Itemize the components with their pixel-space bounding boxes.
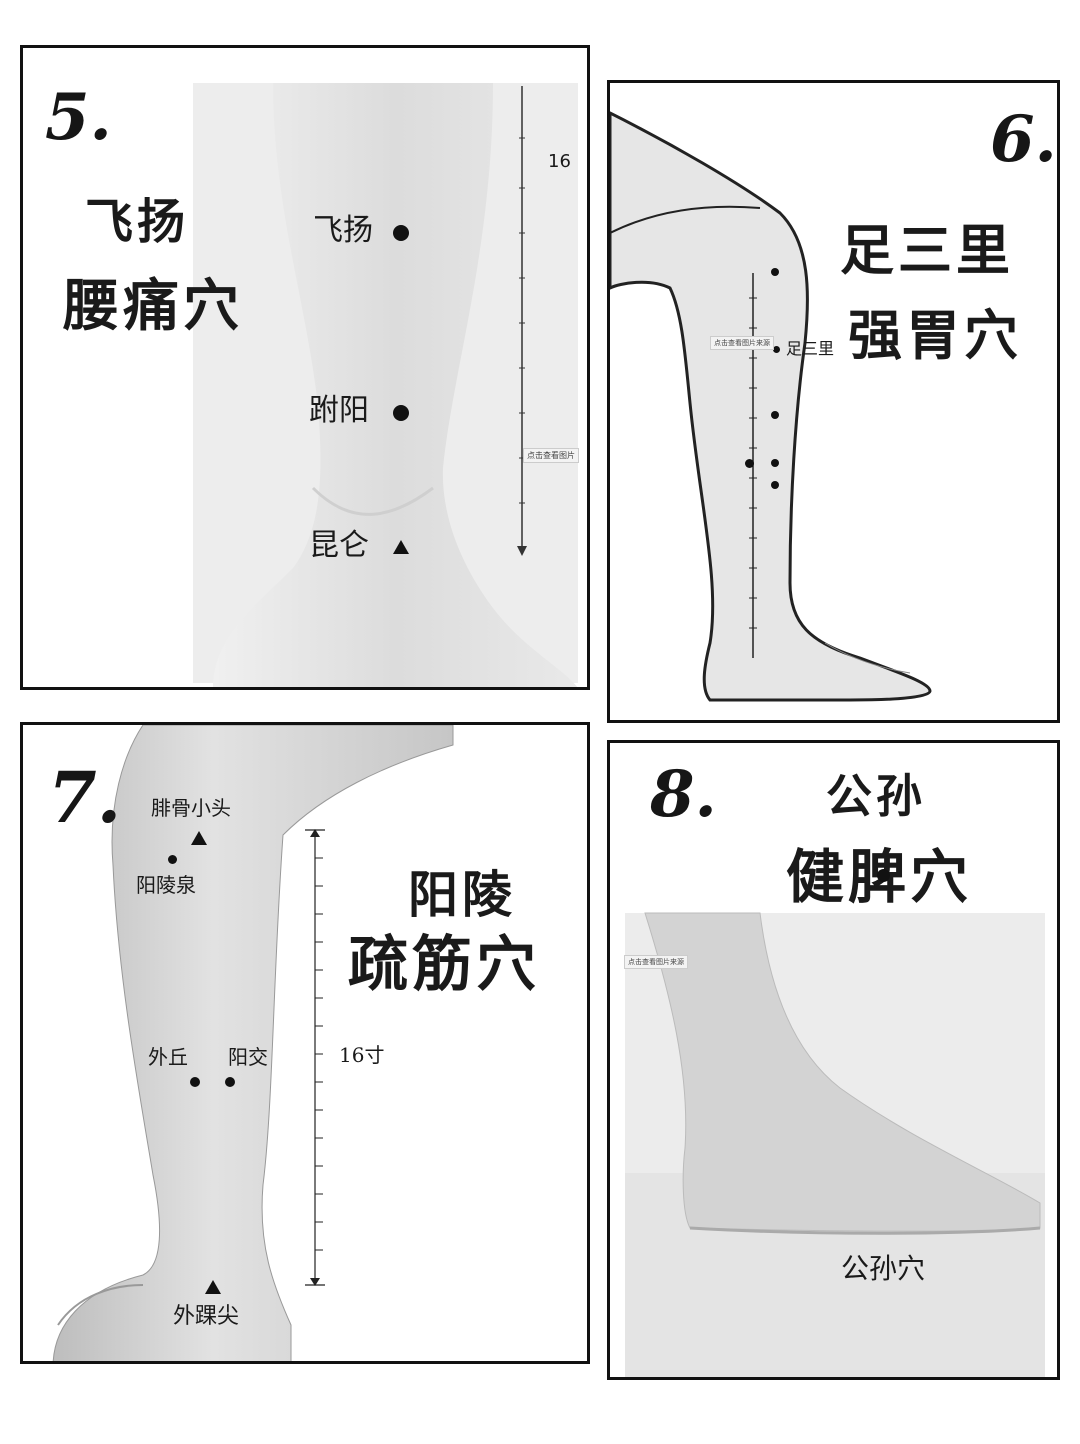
acupoint-marker-1 — [771, 268, 779, 276]
panel-5-feiyang: 5. 飞扬 腰痛穴 16 飞扬 跗阳 昆仑 点击查看图片 — [20, 45, 590, 690]
acupoint-marker-4 — [745, 459, 754, 468]
scale-label: 16 — [548, 151, 571, 172]
acupoint-marker-gongsun — [877, 869, 890, 882]
panel-title-line2: 疏筋穴 — [348, 930, 540, 1000]
panel-title-line1: 飞扬 — [85, 194, 190, 250]
acupoint-marker-yangjiao — [225, 1077, 235, 1087]
leg-side-illustration — [610, 111, 932, 702]
panel-title-line1: 足三里 — [840, 218, 1014, 282]
acupoint-marker-3 — [771, 411, 779, 419]
foot-illustration — [625, 912, 1045, 1377]
panel-6-zusanli: 6. 足三里 强胃穴 足三里 点击查看图片来源 — [607, 80, 1060, 723]
acupoint-marker-feiyang — [393, 225, 409, 241]
point-label-yangjiao: 阳交 — [228, 1045, 268, 1069]
panel-number: 8. — [650, 757, 717, 832]
point-label-ankle: 外踝尖 — [173, 1304, 240, 1329]
point-label-gongsun: 公孙穴 — [841, 1252, 926, 1285]
acupoint-marker-5 — [771, 459, 779, 467]
panel-7-yangling: 7. 阳陵 疏筋穴 腓骨小头 阳陵泉 外丘 阳交 16寸 外踝尖 — [20, 722, 590, 1364]
point-label-kunlun: 昆仑 — [309, 528, 369, 563]
fibula-head-marker — [191, 831, 207, 845]
point-label-yanglingquan: 阳陵泉 — [136, 873, 196, 897]
panel-8-gongsun: 8. 公孙 健脾穴 点击查看图片来源 公孙穴 — [607, 740, 1060, 1380]
scale-label: 16寸 — [339, 1043, 385, 1067]
watermark: 点击查看图片来源 — [710, 336, 774, 350]
point-label-fuyang: 跗阳 — [309, 393, 369, 428]
panel-title-line2: 腰痛穴 — [63, 273, 243, 339]
acupoint-marker-yanglingquan — [168, 855, 177, 864]
panel-number: 6. — [990, 102, 1057, 177]
watermark: 点击查看图片来源 — [624, 955, 688, 969]
panel-number: 7. — [48, 756, 122, 839]
ankle-marker — [205, 1280, 221, 1294]
watermark: 点击查看图片 — [523, 448, 579, 463]
point-label-zusanli: 足三里 — [786, 339, 835, 358]
leg-back-illustration — [193, 83, 578, 687]
panel-title-line1: 公孙 — [826, 769, 926, 823]
point-label-fibula-head: 腓骨小头 — [151, 796, 231, 820]
panel-title-line1: 阳陵 — [408, 865, 516, 924]
acupoint-marker-6 — [771, 481, 779, 489]
acupoint-marker-fuyang — [393, 405, 409, 421]
acupoint-marker-kunlun — [393, 540, 409, 554]
acupoint-marker-zusanli — [773, 346, 780, 353]
panel-number: 5. — [45, 80, 112, 155]
point-label-waiqiu: 外丘 — [148, 1045, 188, 1069]
panel-title-line2: 强胃穴 — [848, 303, 1022, 367]
acupoint-marker-waiqiu — [190, 1077, 200, 1087]
leg-lateral-illustration — [52, 725, 454, 1361]
point-label-feiyang: 飞扬 — [313, 213, 373, 248]
